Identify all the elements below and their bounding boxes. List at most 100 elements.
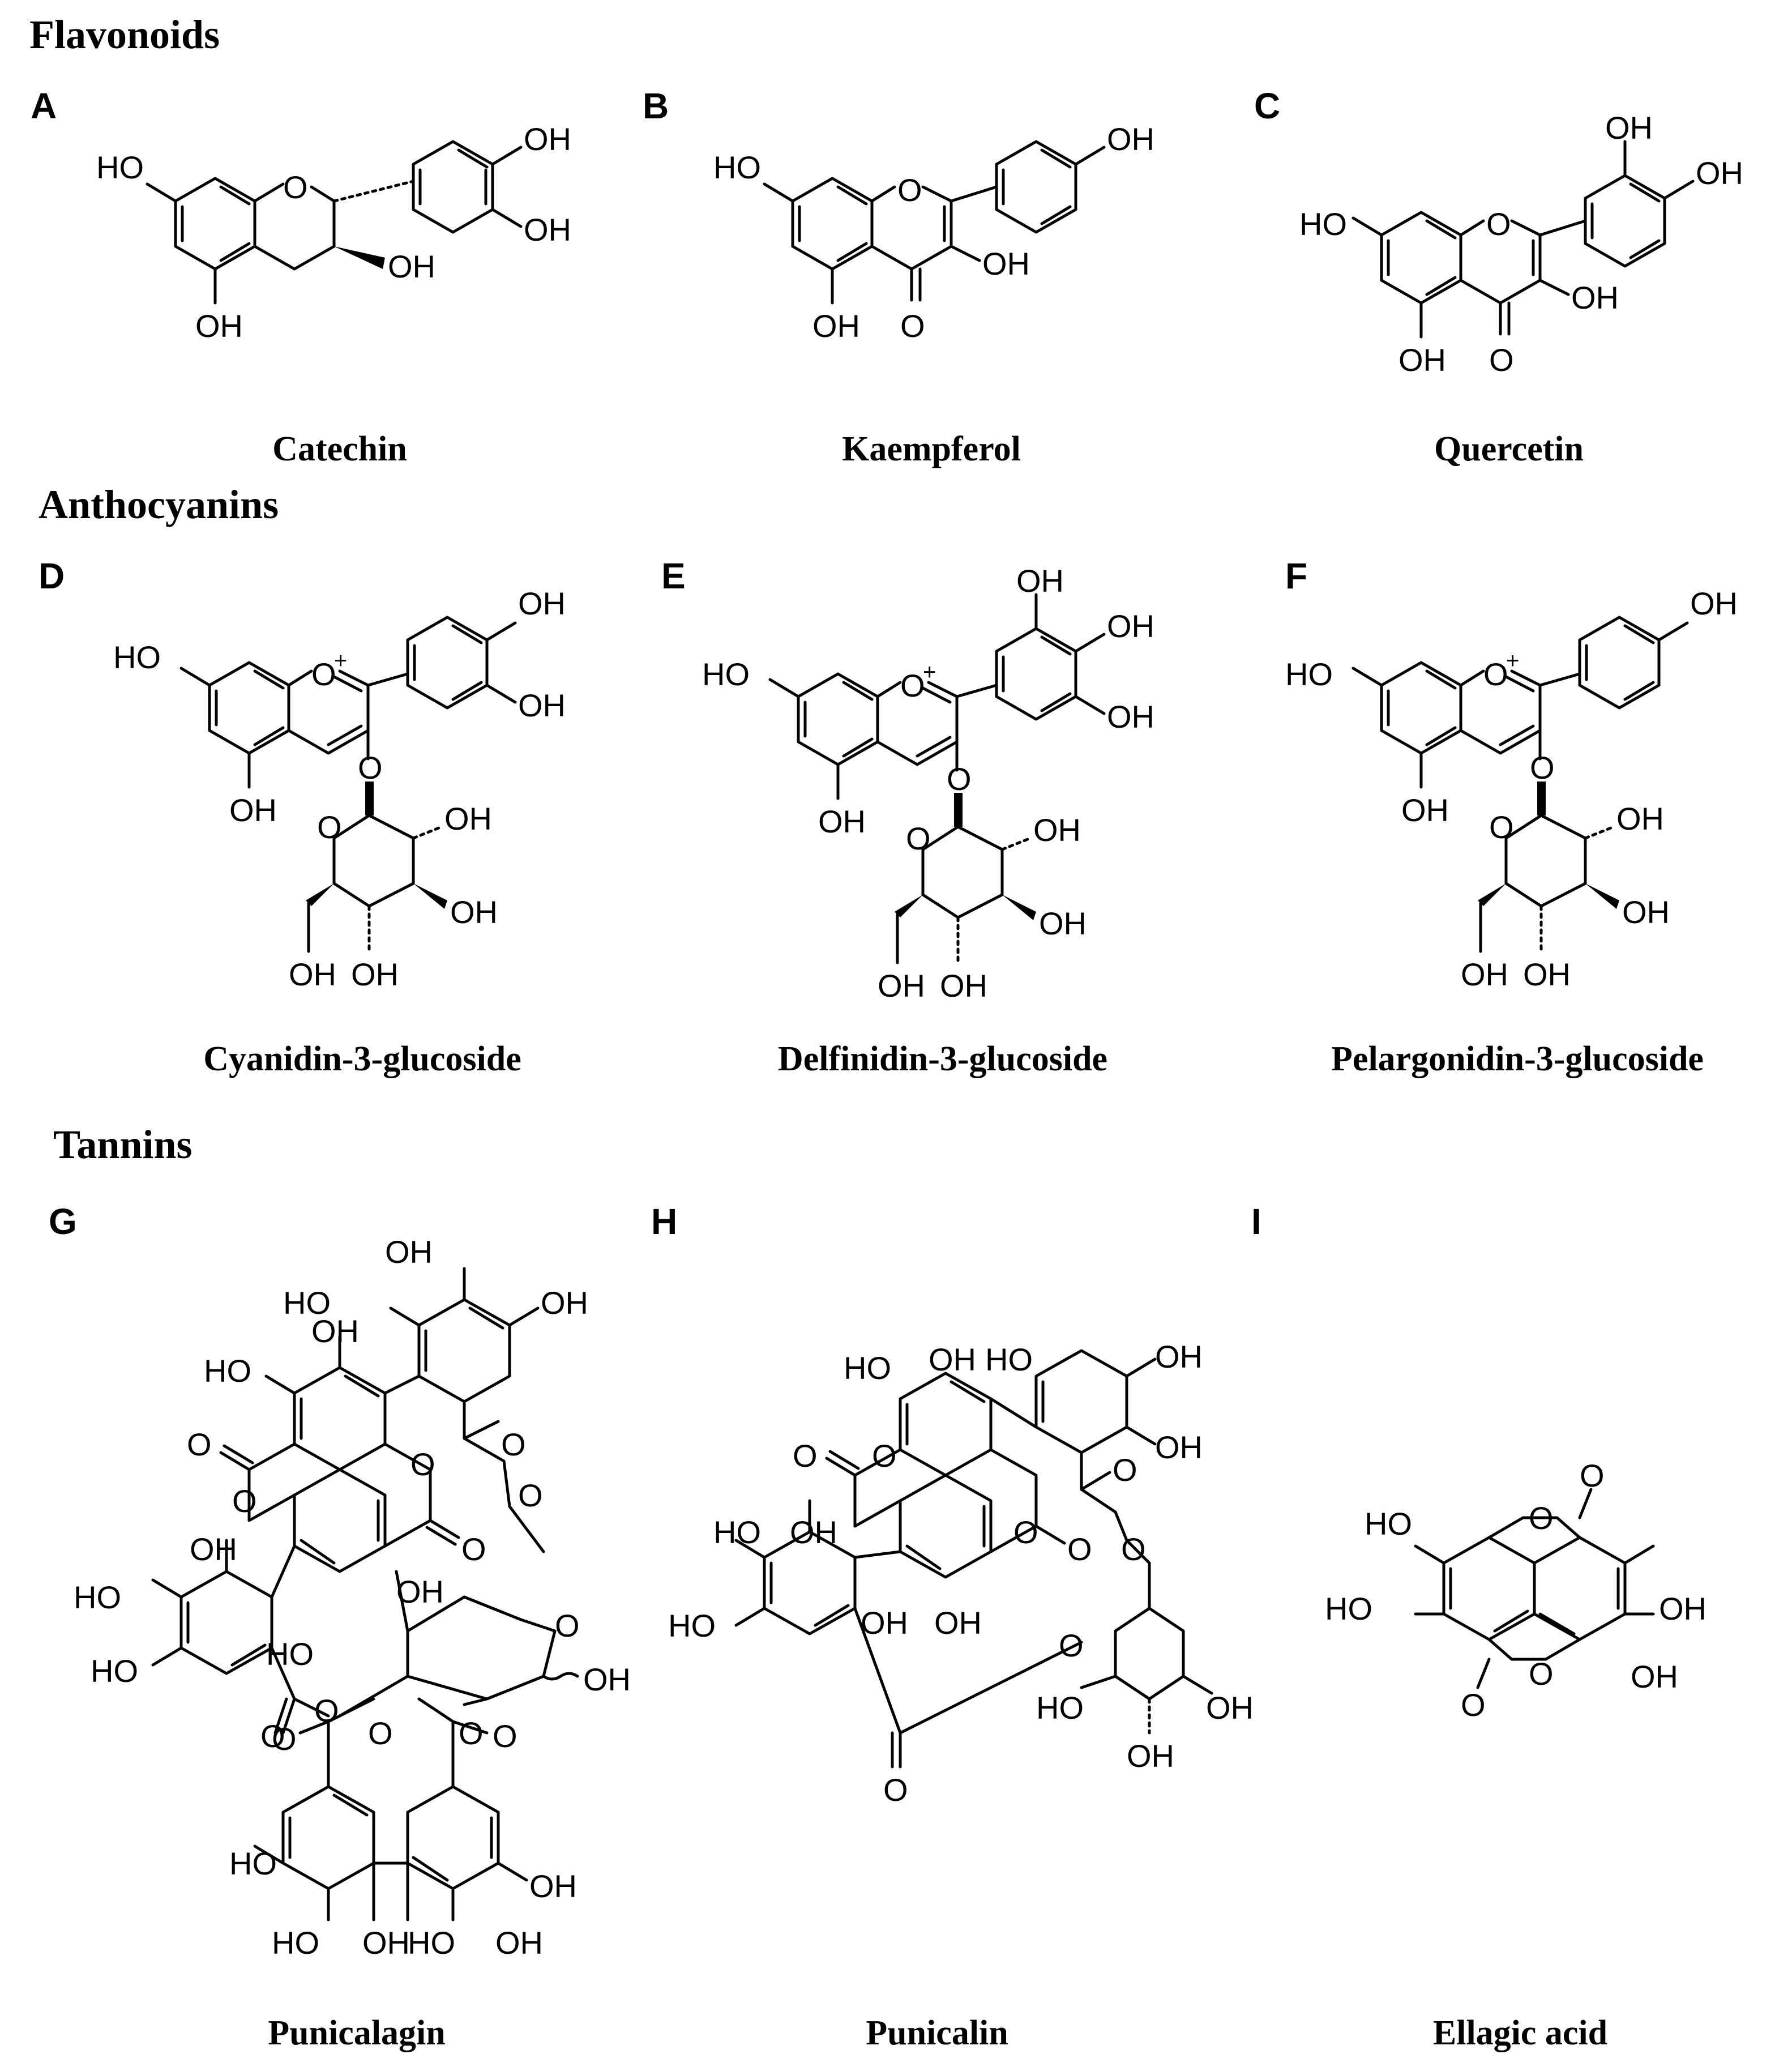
compound-name-quercetin: Quercetin: [1434, 430, 1584, 468]
atom-label: OH: [289, 956, 336, 992]
atom-label: O: [410, 1446, 435, 1482]
atom-label: OH: [1571, 280, 1619, 315]
atom-label: OH: [311, 1313, 359, 1349]
atom-label: OH: [1461, 956, 1508, 992]
compound-name-catechin: Catechin: [272, 430, 407, 468]
atom-label: +: [334, 648, 347, 673]
atom-label: O: [872, 1438, 897, 1474]
atom-label: HO: [713, 1514, 761, 1550]
atom-label: HO: [844, 1350, 891, 1386]
atom-label: OH: [396, 1574, 444, 1609]
atom-label: O: [906, 821, 931, 856]
kaempferol-structure: HO O OH O OH OH: [713, 121, 1154, 344]
atom-label: O: [1483, 656, 1508, 692]
atom-label: HO: [1325, 1591, 1372, 1626]
atom-label: O: [897, 172, 922, 208]
atom-label: HO: [229, 1846, 277, 1881]
compound-name-punicalin: Punicalin: [866, 2014, 1008, 2052]
atom-label: OH: [1155, 1429, 1203, 1465]
panel-letter-b: B: [643, 86, 669, 126]
punicalin-structure: HO OH HO OH OH O O O O O O HO OH HO OH O…: [668, 1339, 1254, 1808]
atom-label: OH: [1127, 1738, 1174, 1774]
atom-label: OH: [388, 249, 435, 284]
atom-label: OH: [1690, 586, 1738, 621]
atom-label: OH: [1696, 155, 1743, 191]
atom-label: O: [272, 1721, 297, 1757]
atom-label: O: [1489, 809, 1514, 845]
atom-label: OH: [450, 894, 498, 930]
atom-label: HO: [1299, 206, 1347, 242]
atom-label: OH: [1107, 699, 1154, 735]
atom-label: OH: [812, 308, 860, 344]
quercetin-structure: HO O OH O OH OH OH: [1299, 110, 1743, 378]
atom-label: HO: [408, 1925, 455, 1961]
atom-label: OH: [1622, 894, 1670, 930]
atom-label: O: [314, 1693, 339, 1728]
atom-label: OH: [524, 121, 571, 157]
atom-label: OH: [1523, 956, 1571, 992]
atom-label: OH: [940, 968, 987, 1003]
atom-label: OH: [818, 804, 866, 839]
atom-label: OH: [495, 1925, 543, 1961]
atom-label: OH: [1398, 342, 1446, 378]
panel-letter-i: I: [1251, 1201, 1261, 1242]
atom-label: OH: [1401, 792, 1449, 828]
atom-label: OH: [1659, 1591, 1707, 1626]
atom-label: OH: [1016, 563, 1064, 599]
atom-label: OH: [1616, 801, 1664, 836]
atom-label: HO: [1365, 1506, 1412, 1541]
pelargonidin-3-glucoside-structure: HO O + OH O OH O OH OH OH OH: [1285, 586, 1738, 992]
atom-label: OH: [351, 956, 399, 992]
atom-label: O: [900, 668, 925, 703]
atom-label: OH: [934, 1605, 982, 1641]
atom-label: O: [311, 656, 336, 692]
atom-label: OH: [1107, 608, 1154, 644]
panel-letter-h: H: [651, 1201, 678, 1242]
atom-label: O: [493, 1718, 518, 1754]
atom-label: OH: [195, 308, 243, 344]
atom-label: HO: [1036, 1690, 1084, 1726]
panel-letter-a: A: [31, 86, 57, 126]
atom-label: OH: [929, 1342, 976, 1377]
atom-label: OH: [1039, 906, 1087, 941]
compound-name-punicalagin: Punicalagin: [268, 2014, 446, 2052]
atom-label: OH: [1155, 1339, 1203, 1374]
atom-label: HO: [266, 1636, 314, 1672]
atom-label: OH: [518, 687, 566, 723]
atom-label: O: [1121, 1531, 1146, 1567]
atom-label: +: [923, 660, 936, 685]
atom-label: O: [883, 1772, 908, 1808]
delfinidin-3-glucoside-structure: HO O + OH O OH OH OH O OH OH OH OH: [702, 563, 1154, 1003]
atom-label: HO: [204, 1353, 251, 1389]
atom-label: O: [187, 1427, 212, 1462]
atom-label: O: [459, 1715, 484, 1751]
atom-label: O: [1461, 1687, 1486, 1723]
atom-label: O: [283, 169, 308, 205]
atom-label: HO: [96, 150, 144, 185]
atom-label: OH: [1033, 812, 1081, 848]
atom-label: O: [317, 809, 342, 845]
atom-label: HO: [113, 639, 161, 675]
atom-label: O: [1113, 1452, 1137, 1488]
atom-label: HO: [668, 1608, 716, 1643]
atom-label: OH: [524, 212, 571, 247]
atom-label: OH: [1631, 1659, 1678, 1694]
atom-label: O: [1013, 1514, 1038, 1550]
atom-label: O: [947, 761, 972, 797]
atom-label: HO: [713, 150, 761, 185]
atom-label: OH: [444, 801, 492, 836]
atom-label: OH: [878, 968, 925, 1003]
atom-label: O: [1059, 1628, 1084, 1663]
atom-label: OH: [518, 586, 566, 621]
atom-label: O: [358, 750, 383, 785]
atom-label: OH: [982, 246, 1030, 281]
section-title-anthocyanins: Anthocyanins: [39, 482, 279, 527]
atom-label: HO: [91, 1653, 138, 1689]
atom-label: O: [260, 1718, 285, 1754]
atom-label: +: [1506, 648, 1519, 673]
compound-name-ellagic-acid: Ellagic acid: [1432, 2014, 1608, 2052]
atom-label: OH: [1605, 110, 1653, 146]
atom-label: O: [1529, 1656, 1554, 1692]
panel-letter-g: G: [49, 1201, 77, 1242]
catechin-structure: HO O OH OH OH OH: [96, 121, 571, 344]
